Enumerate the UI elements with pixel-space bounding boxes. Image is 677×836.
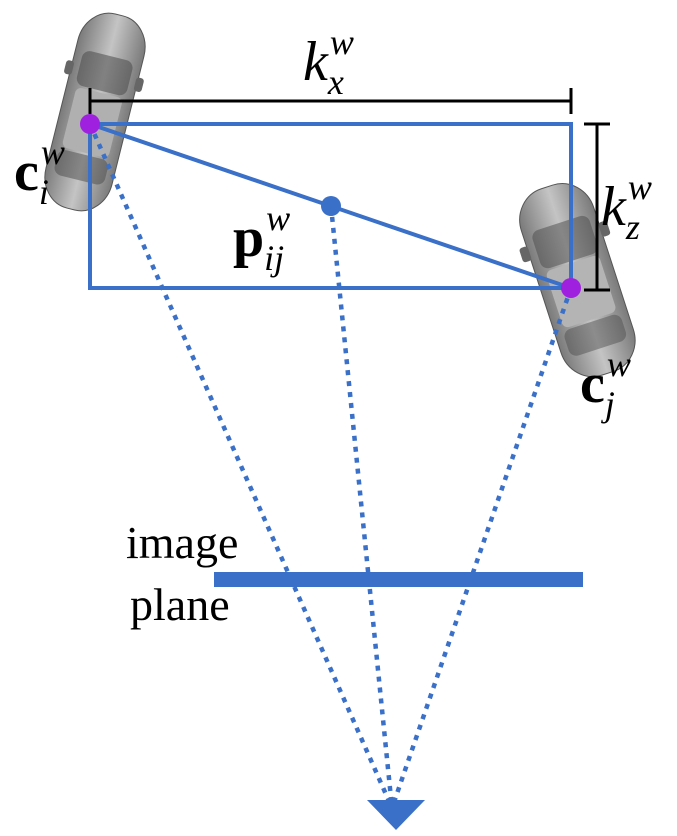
bounding-box bbox=[88, 122, 573, 290]
point-ci bbox=[80, 114, 100, 134]
kz-dimension bbox=[584, 122, 610, 292]
car-right-icon bbox=[519, 183, 636, 378]
projection-rays bbox=[87, 123, 574, 809]
kx-dimension bbox=[88, 88, 573, 114]
image-plane-label-line1: image bbox=[126, 517, 238, 568]
point-pij bbox=[321, 196, 341, 216]
point-cj bbox=[561, 278, 581, 298]
image-plane-bar bbox=[214, 572, 583, 587]
camera-triangle-icon bbox=[367, 800, 425, 830]
ray-cj bbox=[389, 287, 574, 809]
image-plane-label-line2: plane bbox=[130, 579, 230, 630]
ray-ci bbox=[87, 123, 395, 809]
car-left-icon bbox=[44, 12, 146, 212]
ray-pij bbox=[328, 205, 395, 809]
